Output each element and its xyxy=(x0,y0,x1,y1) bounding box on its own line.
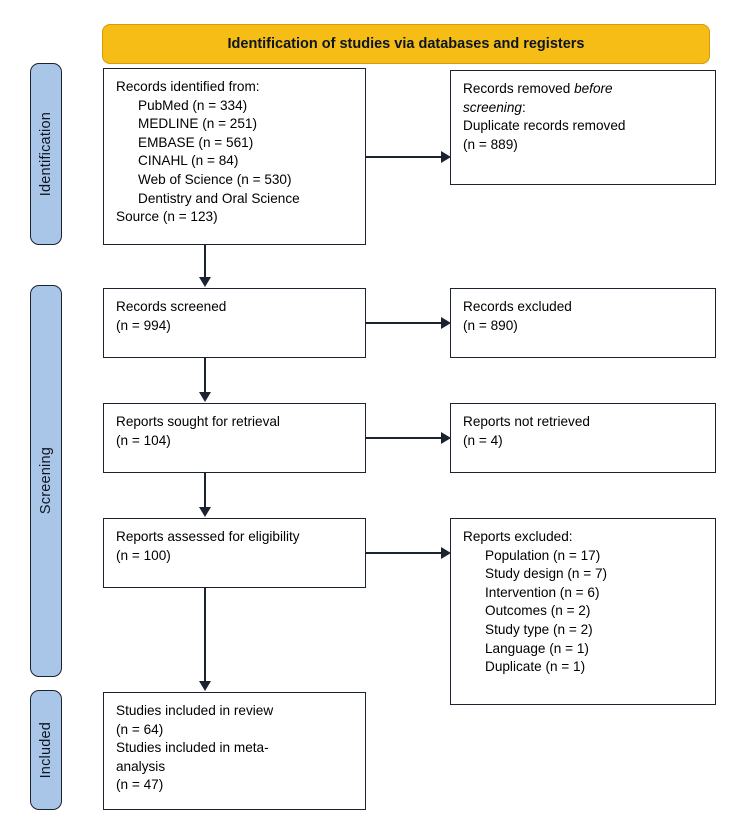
connector-screened-to-excluded xyxy=(366,322,442,325)
records-removed-heading-italic-1: before xyxy=(574,81,613,96)
source-medline: MEDLINE (n = 251) xyxy=(138,116,257,132)
connector-sought-to-not-retrieved xyxy=(366,437,442,440)
phase-label-screening: Screening xyxy=(30,285,62,677)
exclusion-reason-study-type: Study type (n = 2) xyxy=(485,621,593,637)
arrowhead-identified-to-screened xyxy=(198,277,211,287)
reports-sought-count: (n = 104) xyxy=(116,432,171,448)
studies-included-meta-count: (n = 47) xyxy=(116,777,164,793)
exclusion-reason-intervention: Intervention (n = 6) xyxy=(485,584,600,600)
diagram-title-banner: Identification of studies via databases … xyxy=(102,24,710,64)
arrowhead-assessed-to-reports-excluded xyxy=(441,546,451,559)
box-reports-excluded: Reports excluded: Population (n = 17) St… xyxy=(450,518,716,705)
phase-label-identification-text: Identification xyxy=(38,111,54,197)
box-reports-sought: Reports sought for retrieval (n = 104) xyxy=(103,403,366,473)
records-screened-count: (n = 994) xyxy=(116,317,171,333)
exclusion-reason-population: Population (n = 17) xyxy=(485,547,601,563)
box-reports-assessed: Reports assessed for eligibility (n = 10… xyxy=(103,518,366,588)
exclusion-reason-duplicate: Duplicate (n = 1) xyxy=(485,659,586,675)
box-records-identified: Records identified from: PubMed (n = 334… xyxy=(103,68,366,245)
records-excluded-count: (n = 890) xyxy=(463,317,518,333)
arrowhead-sought-to-not-retrieved xyxy=(441,431,451,444)
connector-assessed-to-included xyxy=(204,588,207,682)
connector-assessed-to-reports-excluded xyxy=(366,552,442,555)
reports-assessed-count: (n = 100) xyxy=(116,547,171,563)
duplicate-records-removed-label: Duplicate records removed xyxy=(463,118,626,134)
arrowhead-assessed-to-included xyxy=(198,681,211,691)
arrowhead-identified-to-removed xyxy=(441,150,451,163)
source-web-of-science: Web of Science (n = 530) xyxy=(138,171,292,187)
exclusion-reason-outcomes: Outcomes (n = 2) xyxy=(485,603,591,619)
arrowhead-screened-to-excluded xyxy=(441,316,451,329)
records-excluded-label: Records excluded xyxy=(463,299,572,314)
phase-label-included-text: Included xyxy=(38,721,54,779)
box-studies-included: Studies included in review (n = 64) Stud… xyxy=(103,692,366,810)
records-screened-label: Records screened xyxy=(116,299,227,314)
reports-assessed-label: Reports assessed for eligibility xyxy=(116,529,300,544)
source-cinahl: CINAHL (n = 84) xyxy=(138,153,239,169)
arrowhead-screened-to-sought xyxy=(198,392,211,402)
connector-identified-to-removed xyxy=(366,156,442,159)
studies-included-meta-label-1: Studies included in meta- xyxy=(116,740,269,756)
box-reports-not-retrieved: Reports not retrieved (n = 4) xyxy=(450,403,716,473)
source-dentistry-oral-science-1: Dentistry and Oral Science xyxy=(138,190,300,206)
reports-not-retrieved-label: Reports not retrieved xyxy=(463,414,590,429)
reports-not-retrieved-count: (n = 4) xyxy=(463,432,503,448)
records-identified-heading: Records identified from: xyxy=(116,79,260,94)
source-embase: EMBASE (n = 561) xyxy=(138,134,254,150)
box-records-excluded: Records excluded (n = 890) xyxy=(450,288,716,358)
arrowhead-sought-to-assessed xyxy=(198,507,211,517)
records-removed-heading-plain: Records removed xyxy=(463,81,575,96)
connector-screened-to-sought xyxy=(204,358,207,392)
exclusion-reason-language: Language (n = 1) xyxy=(485,640,589,656)
reports-excluded-heading: Reports excluded: xyxy=(463,529,573,544)
source-dentistry-oral-science-2: Source (n = 123) xyxy=(116,209,218,225)
records-removed-heading-line-1: Records removed before xyxy=(463,80,705,99)
studies-included-review-count: (n = 64) xyxy=(116,721,164,737)
box-records-removed: Records removed before screening: Duplic… xyxy=(450,70,716,185)
records-removed-heading-colon: : xyxy=(521,99,526,115)
duplicate-records-removed-count: (n = 889) xyxy=(463,136,518,152)
phase-label-identification: Identification xyxy=(30,63,62,245)
phase-label-screening-text: Screening xyxy=(38,447,54,515)
records-removed-heading-italic-2: screening xyxy=(463,99,522,115)
exclusion-reason-study-design: Study design (n = 7) xyxy=(485,566,608,582)
studies-included-review-label: Studies included in review xyxy=(116,703,274,718)
box-records-screened: Records screened (n = 994) xyxy=(103,288,366,358)
studies-included-meta-label-2: analysis xyxy=(116,758,166,774)
reports-sought-label: Reports sought for retrieval xyxy=(116,414,280,429)
diagram-title-text: Identification of studies via databases … xyxy=(227,36,585,52)
connector-identified-to-screened xyxy=(204,245,207,279)
phase-label-included: Included xyxy=(30,690,62,810)
source-pubmed: PubMed (n = 334) xyxy=(138,97,248,113)
connector-sought-to-assessed xyxy=(204,473,207,507)
records-removed-heading-line-2: screening: xyxy=(463,99,705,118)
